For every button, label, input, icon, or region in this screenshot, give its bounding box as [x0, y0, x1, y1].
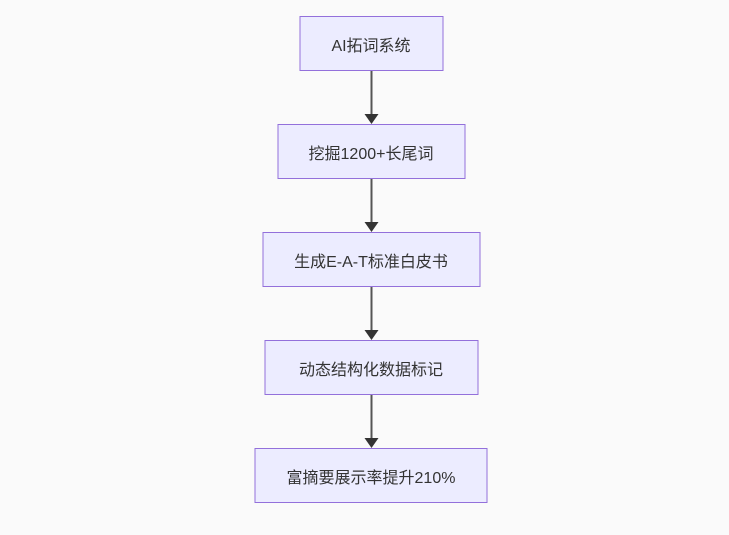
flowchart-node-dynamic-structured-data-markup: 动态结构化数据标记: [264, 340, 478, 395]
arrowhead-down-icon: [364, 330, 378, 340]
node-label: AI拓词系统: [331, 37, 411, 55]
flowchart-node-rich-snippet-rate-increase: 富摘要展示率提升210%: [254, 448, 488, 503]
node-label: 动态结构化数据标记: [298, 361, 443, 379]
flow-arrow-3: [364, 287, 378, 340]
arrow-line: [370, 179, 372, 226]
node-label: 挖掘1200+长尾词: [308, 145, 434, 163]
arrow-line: [370, 287, 372, 334]
flowchart-node-ai-word-expansion-system: AI拓词系统: [299, 16, 443, 71]
node-label: 生成E-A-T标准白皮书: [294, 253, 448, 271]
flowchart-node-generate-eat-whitepaper: 生成E-A-T标准白皮书: [262, 232, 480, 287]
flow-arrow-2: [364, 179, 378, 232]
arrowhead-down-icon: [364, 114, 378, 124]
flowchart: AI拓词系统 挖掘1200+长尾词 生成E-A-T标准白皮书 动态结构化数据标记…: [254, 16, 488, 503]
flow-arrow-1: [364, 71, 378, 124]
arrowhead-down-icon: [364, 222, 378, 232]
flowchart-node-mine-longtail-keywords: 挖掘1200+长尾词: [277, 124, 465, 179]
arrowhead-down-icon: [364, 438, 378, 448]
node-label: 富摘要展示率提升210%: [286, 469, 456, 487]
flow-arrow-4: [364, 395, 378, 448]
arrow-line: [370, 395, 372, 442]
arrow-line: [370, 71, 372, 118]
